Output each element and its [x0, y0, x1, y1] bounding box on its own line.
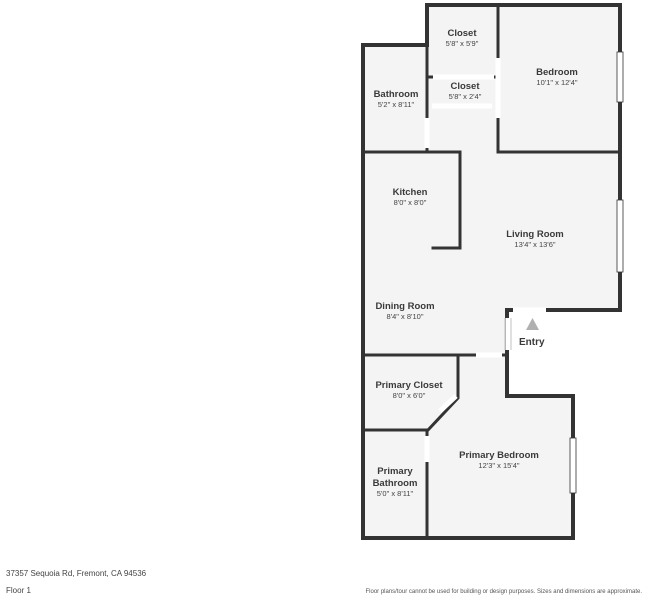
room-closet-top: Closet 5'8" x 5'9": [446, 28, 479, 48]
room-dimensions: 8'0" x 8'0": [394, 198, 427, 207]
room-dimensions: 12'3" x 15'4": [478, 461, 519, 470]
room-living-room: Living Room 13'4" x 13'6": [506, 229, 564, 249]
room-name: Closet: [450, 81, 480, 92]
room-primary-closet: Primary Closet 8'0" x 6'0": [375, 380, 443, 400]
opening-outlines: [504, 318, 512, 350]
room-dimensions: 5'8" x 5'9": [446, 39, 479, 48]
room-dimensions: 10'1" x 12'4": [536, 78, 577, 87]
room-primary-bedroom: Primary Bedroom 12'3" x 15'4": [459, 450, 539, 470]
room-name-line-1: Primary: [377, 466, 413, 477]
room-dimensions: 8'4" x 8'10": [387, 312, 424, 321]
room-name: Bedroom: [536, 67, 578, 78]
room-dimensions: 5'8" x 2'4": [449, 92, 482, 101]
room-name: Closet: [447, 28, 477, 39]
room-bedroom: Bedroom 10'1" x 12'4": [536, 67, 578, 87]
floor-fill: [363, 5, 620, 538]
floor-label: Floor 1: [6, 586, 31, 595]
room-closet-small: Closet 5'8" x 2'4": [449, 81, 482, 101]
room-name: Primary Closet: [375, 380, 443, 391]
room-bathroom: Bathroom 5'2" x 8'11": [374, 89, 419, 109]
room-name: Kitchen: [393, 187, 428, 198]
room-name: Bathroom: [374, 89, 419, 100]
windows: [569, 51, 624, 494]
disclaimer-text: Floor plans/tour cannot be used for buil…: [365, 589, 643, 595]
room-name: Dining Room: [375, 301, 434, 312]
room-name: Primary Bedroom: [459, 450, 539, 461]
room-name: Living Room: [506, 229, 564, 240]
entry-label: Entry: [519, 337, 545, 348]
room-dining-room: Dining Room 8'4" x 8'10": [375, 301, 434, 321]
room-dimensions: 13'4" x 13'6": [514, 240, 555, 249]
room-dimensions: 8'0" x 6'0": [393, 391, 426, 400]
openings: [424, 58, 546, 462]
room-name-line-2: Bathroom: [373, 478, 418, 489]
room-dimensions: 5'0" x 8'11": [377, 489, 414, 498]
room-kitchen: Kitchen 8'0" x 8'0": [393, 187, 428, 207]
property-address: 37357 Sequoia Rd, Fremont, CA 94536: [6, 569, 147, 578]
room-dimensions: 5'2" x 8'11": [378, 100, 415, 109]
entry-arrow-icon: [526, 318, 539, 330]
floor-plan: Entry Closet 5'8" x 5'9" Bedroom 10'1" x…: [361, 3, 624, 540]
room-primary-bathroom: Primary Bathroom 5'0" x 8'11": [373, 466, 418, 498]
